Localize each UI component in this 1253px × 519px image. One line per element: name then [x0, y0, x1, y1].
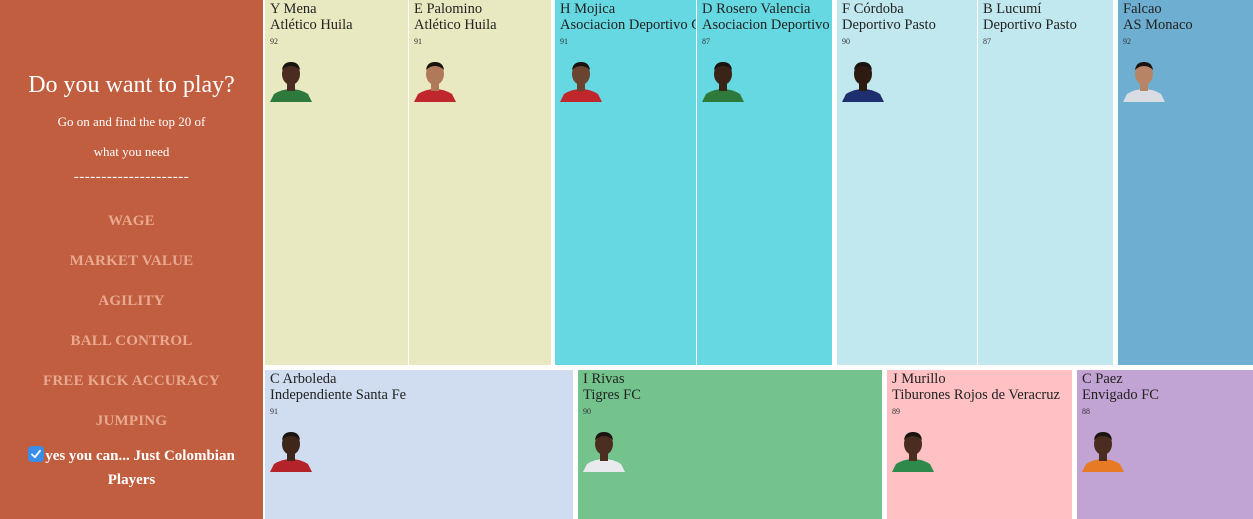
player-rating: 92 — [1123, 37, 1131, 46]
colombian-filter-label-line2: Players — [107, 472, 156, 488]
player-photo — [268, 56, 314, 102]
player-club: Atlético Huila — [270, 17, 353, 33]
player-club: Atlético Huila — [414, 17, 497, 33]
player-rating: 90 — [583, 407, 591, 416]
player-name: H Mojica — [560, 1, 616, 17]
player-name: E Palomino — [414, 1, 483, 17]
player-name: C Arboleda — [270, 371, 337, 387]
colombian-filter: yes you can... Just Colombian Players — [0, 444, 263, 492]
player-rating: 90 — [842, 37, 850, 46]
player-name: J Murillo — [892, 371, 946, 387]
player-photo — [268, 426, 314, 472]
player-rating: 91 — [560, 37, 568, 46]
option-free-kick-accuracy[interactable]: FREE KICK ACCURACY — [43, 373, 220, 389]
player-name: F Córdoba — [842, 1, 904, 17]
panel-divider: --------------------- — [73, 169, 190, 185]
player-club: Independiente Santa Fe — [270, 387, 407, 403]
player-rating: 88 — [1082, 407, 1090, 416]
player-name: B Lucumí — [983, 1, 1042, 17]
player-photo — [1080, 426, 1126, 472]
option-market-value[interactable]: MARKET VALUE — [69, 253, 194, 269]
player-photo — [700, 56, 746, 102]
colombian-only-checkbox[interactable] — [28, 446, 45, 462]
player-photo — [412, 56, 458, 102]
panel-subtitle-line1: Go on and find the top 20 of — [57, 114, 206, 129]
player-name: D Rosero Valencia — [702, 1, 811, 17]
option-ball-control[interactable]: BALL CONTROL — [70, 333, 193, 349]
player-rating: 91 — [270, 407, 278, 416]
panel-title: Do you want to play? — [28, 72, 235, 98]
player-club: Asociacion Deportivo Cali — [702, 17, 832, 33]
player-photo — [1121, 56, 1167, 102]
player-photo — [890, 426, 936, 472]
checkmark-icon — [31, 449, 42, 459]
control-panel: Do you want to play? Go on and find the … — [0, 0, 263, 519]
colombian-filter-label: yes you can... Just Colombian — [45, 448, 235, 464]
player-name: C Paez — [1082, 371, 1123, 387]
player-club: Tigres FC — [583, 387, 641, 403]
panel-subtitle-line2: what you need — [93, 144, 170, 159]
player-name: I Rivas — [583, 371, 625, 387]
player-name: Y Mena — [270, 1, 317, 17]
player-photo — [558, 56, 604, 102]
player-photo — [581, 426, 627, 472]
player-name: Falcao — [1123, 1, 1162, 17]
option-jumping[interactable]: JUMPING — [95, 413, 168, 429]
player-club: Envigado FC — [1082, 387, 1159, 403]
option-wage[interactable]: WAGE — [108, 213, 155, 229]
option-agility[interactable]: AGILITY — [98, 293, 165, 309]
player-rating: 92 — [270, 37, 278, 46]
player-club: Deportivo Pasto — [842, 17, 936, 33]
player-club: Deportivo Pasto — [983, 17, 1077, 33]
player-rating: 87 — [983, 37, 991, 46]
player-rating: 91 — [414, 37, 422, 46]
player-club: Tiburones Rojos de Veracruz — [892, 387, 1060, 403]
player-club: AS Monaco — [1123, 17, 1193, 33]
player-photo — [840, 56, 886, 102]
player-rating: 87 — [702, 37, 710, 46]
player-club: Asociacion Deportivo Cali — [560, 17, 696, 33]
player-rating: 89 — [892, 407, 900, 416]
